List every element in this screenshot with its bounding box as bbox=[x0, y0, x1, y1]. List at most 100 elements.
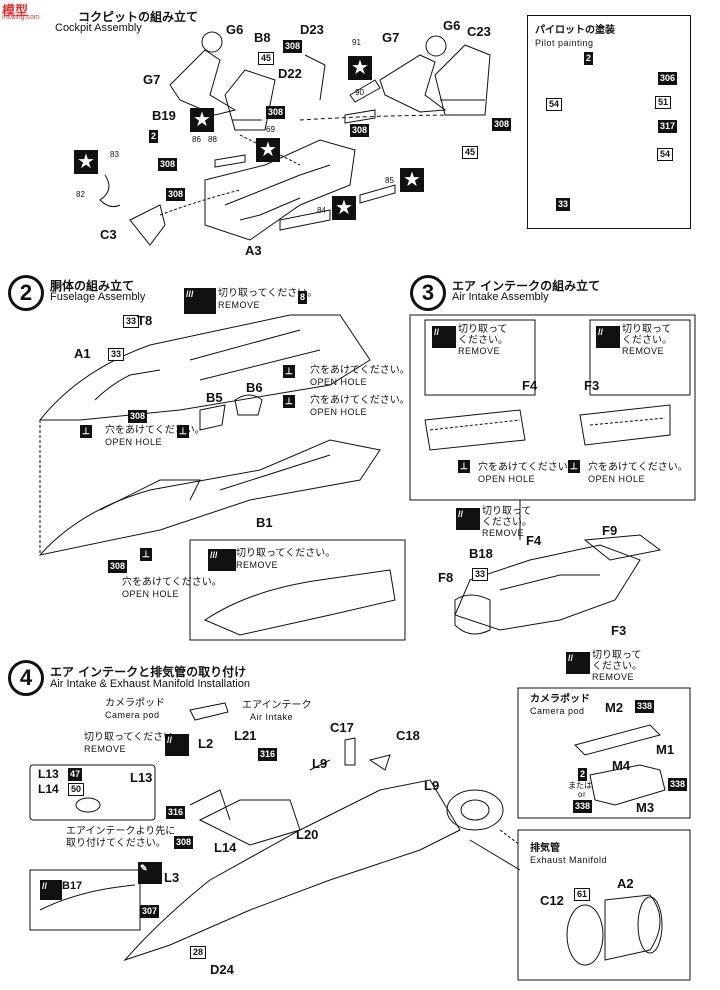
step-number: 2 bbox=[8, 275, 44, 311]
paint-icon: ✎ bbox=[138, 862, 162, 884]
color-code: 308 bbox=[128, 410, 148, 423]
note-remove-en: REMOVE bbox=[482, 528, 525, 538]
note-remove-en: REMOVE bbox=[236, 560, 279, 570]
note-hole-jp: 穴をあけてください。 bbox=[478, 462, 578, 473]
remove-icon: // bbox=[165, 734, 189, 756]
part-number: 91 bbox=[352, 38, 361, 47]
part-c3 bbox=[129, 204, 166, 246]
note-intake-first-jp: エアインテークより先に bbox=[66, 826, 176, 837]
star-icon: ★ bbox=[74, 150, 98, 174]
color-code: 45 bbox=[258, 52, 275, 65]
remove-icon: /// bbox=[208, 549, 236, 571]
part-label: M4 bbox=[612, 758, 631, 773]
part-number: 85 bbox=[385, 176, 394, 185]
star-icon: ★ bbox=[190, 108, 214, 132]
color-code: 308 bbox=[166, 188, 186, 201]
part-label: F9 bbox=[602, 523, 618, 538]
part-label: L13 bbox=[38, 767, 59, 781]
part-label: C23 bbox=[467, 24, 491, 39]
color-code: 2 bbox=[584, 52, 594, 65]
note-remove-jp: ください。 bbox=[622, 335, 672, 346]
note-remove-en: REMOVE bbox=[84, 744, 127, 754]
color-code: 28 bbox=[190, 946, 207, 959]
part-number: 90 bbox=[355, 88, 364, 97]
color-code: 316 bbox=[258, 748, 278, 761]
star-icon: ★ bbox=[400, 168, 424, 192]
part-label: F3 bbox=[611, 623, 627, 638]
note-hole-en: OPEN HOLE bbox=[105, 437, 163, 447]
part-label: D23 bbox=[300, 22, 324, 37]
note-hole-jp: 穴をあけてください。 bbox=[588, 462, 688, 473]
pilot-title-jp: パイロットの塗装 bbox=[535, 25, 615, 36]
part-label: A2 bbox=[617, 876, 634, 891]
step4-title-jp: エア インテークと排気管の取り付け bbox=[50, 665, 247, 679]
color-code: 308 bbox=[108, 560, 128, 573]
part-label: L2 bbox=[198, 736, 214, 751]
fuselage-assembled bbox=[123, 779, 461, 962]
color-code: 54 bbox=[546, 98, 563, 111]
part-label: A3 bbox=[245, 243, 262, 258]
seat-left bbox=[224, 69, 276, 131]
camera-pod-box-jp: カメラポッド bbox=[530, 694, 590, 705]
note-remove-en: REMOVE bbox=[218, 300, 261, 310]
color-code: 308 bbox=[266, 106, 286, 119]
color-code: 54 bbox=[657, 148, 674, 161]
remove-icon: /// bbox=[184, 288, 216, 314]
color-code: 50 bbox=[68, 783, 85, 796]
step2-title-en: Fuselage Assembly bbox=[50, 291, 146, 303]
note-hole-jp: 穴をあけてください。 bbox=[122, 577, 222, 588]
color-code: 51 bbox=[655, 96, 672, 109]
part-label: F8 bbox=[438, 570, 454, 585]
note-hole-en: OPEN HOLE bbox=[310, 377, 368, 387]
step4-title-en: Air Intake & Exhaust Manifold Installati… bbox=[50, 678, 250, 690]
part-label: D22 bbox=[278, 66, 302, 81]
part-label: L14 bbox=[38, 782, 59, 796]
pilot-left bbox=[169, 49, 237, 116]
note-hole-en: OPEN HOLE bbox=[478, 474, 536, 484]
step-number: 3 bbox=[410, 275, 446, 311]
note-remove-jp: 切り取って bbox=[622, 324, 672, 335]
part-label: L3 bbox=[164, 870, 180, 885]
part-label: L9 bbox=[312, 756, 328, 771]
part-label: B1 bbox=[256, 515, 273, 530]
star-icon: ★ bbox=[256, 138, 280, 162]
part-label: C12 bbox=[540, 893, 564, 908]
part-label: F4 bbox=[526, 533, 542, 548]
fuselage-lower bbox=[38, 439, 381, 556]
remove-icon: // bbox=[432, 326, 456, 348]
part-label: C18 bbox=[396, 728, 420, 743]
color-code: 33 bbox=[472, 568, 489, 581]
note-hole-en: OPEN HOLE bbox=[122, 589, 180, 599]
part-b5 bbox=[199, 404, 226, 431]
intake-assembly bbox=[454, 544, 641, 631]
note-remove-en: REMOVE bbox=[622, 346, 665, 356]
color-code: 338 bbox=[668, 778, 688, 791]
camera-pod-en: Camera pod bbox=[105, 710, 160, 720]
part-label: F4 bbox=[522, 378, 538, 393]
part-number: 83 bbox=[110, 150, 119, 159]
hole-icon: ⊥ bbox=[283, 365, 295, 378]
step-number: 4 bbox=[8, 660, 44, 696]
color-code: 33 bbox=[108, 348, 125, 361]
note-remove-en: REMOVE bbox=[458, 346, 501, 356]
note-remove-jp: 切り取ってください。 bbox=[218, 288, 318, 299]
color-code: 47 bbox=[68, 768, 83, 781]
color-code: 2 bbox=[578, 768, 588, 781]
part-label: F3 bbox=[584, 378, 600, 393]
hole-icon: ⊥ bbox=[177, 425, 189, 438]
part-label: G6 bbox=[443, 18, 461, 33]
color-code: 33 bbox=[123, 315, 140, 328]
part-label: L21 bbox=[234, 728, 257, 743]
part-number: 88 bbox=[208, 135, 217, 144]
note-remove-jp: 切り取ってください。 bbox=[236, 548, 336, 559]
part-label: T8 bbox=[137, 313, 153, 328]
note-remove-jp: ください。 bbox=[458, 335, 508, 346]
color-code: 307 bbox=[140, 905, 160, 918]
part-label: B17 bbox=[62, 880, 83, 892]
note-remove-en: REMOVE bbox=[592, 672, 635, 682]
part-label: G7 bbox=[143, 72, 161, 87]
exhaust-box-jp: 排気管 bbox=[530, 843, 560, 854]
color-code: 308 bbox=[158, 158, 178, 171]
exhaust-box-en: Exhaust Manifold bbox=[530, 855, 608, 865]
step2-title-jp: 胴体の組み立て bbox=[50, 279, 135, 293]
